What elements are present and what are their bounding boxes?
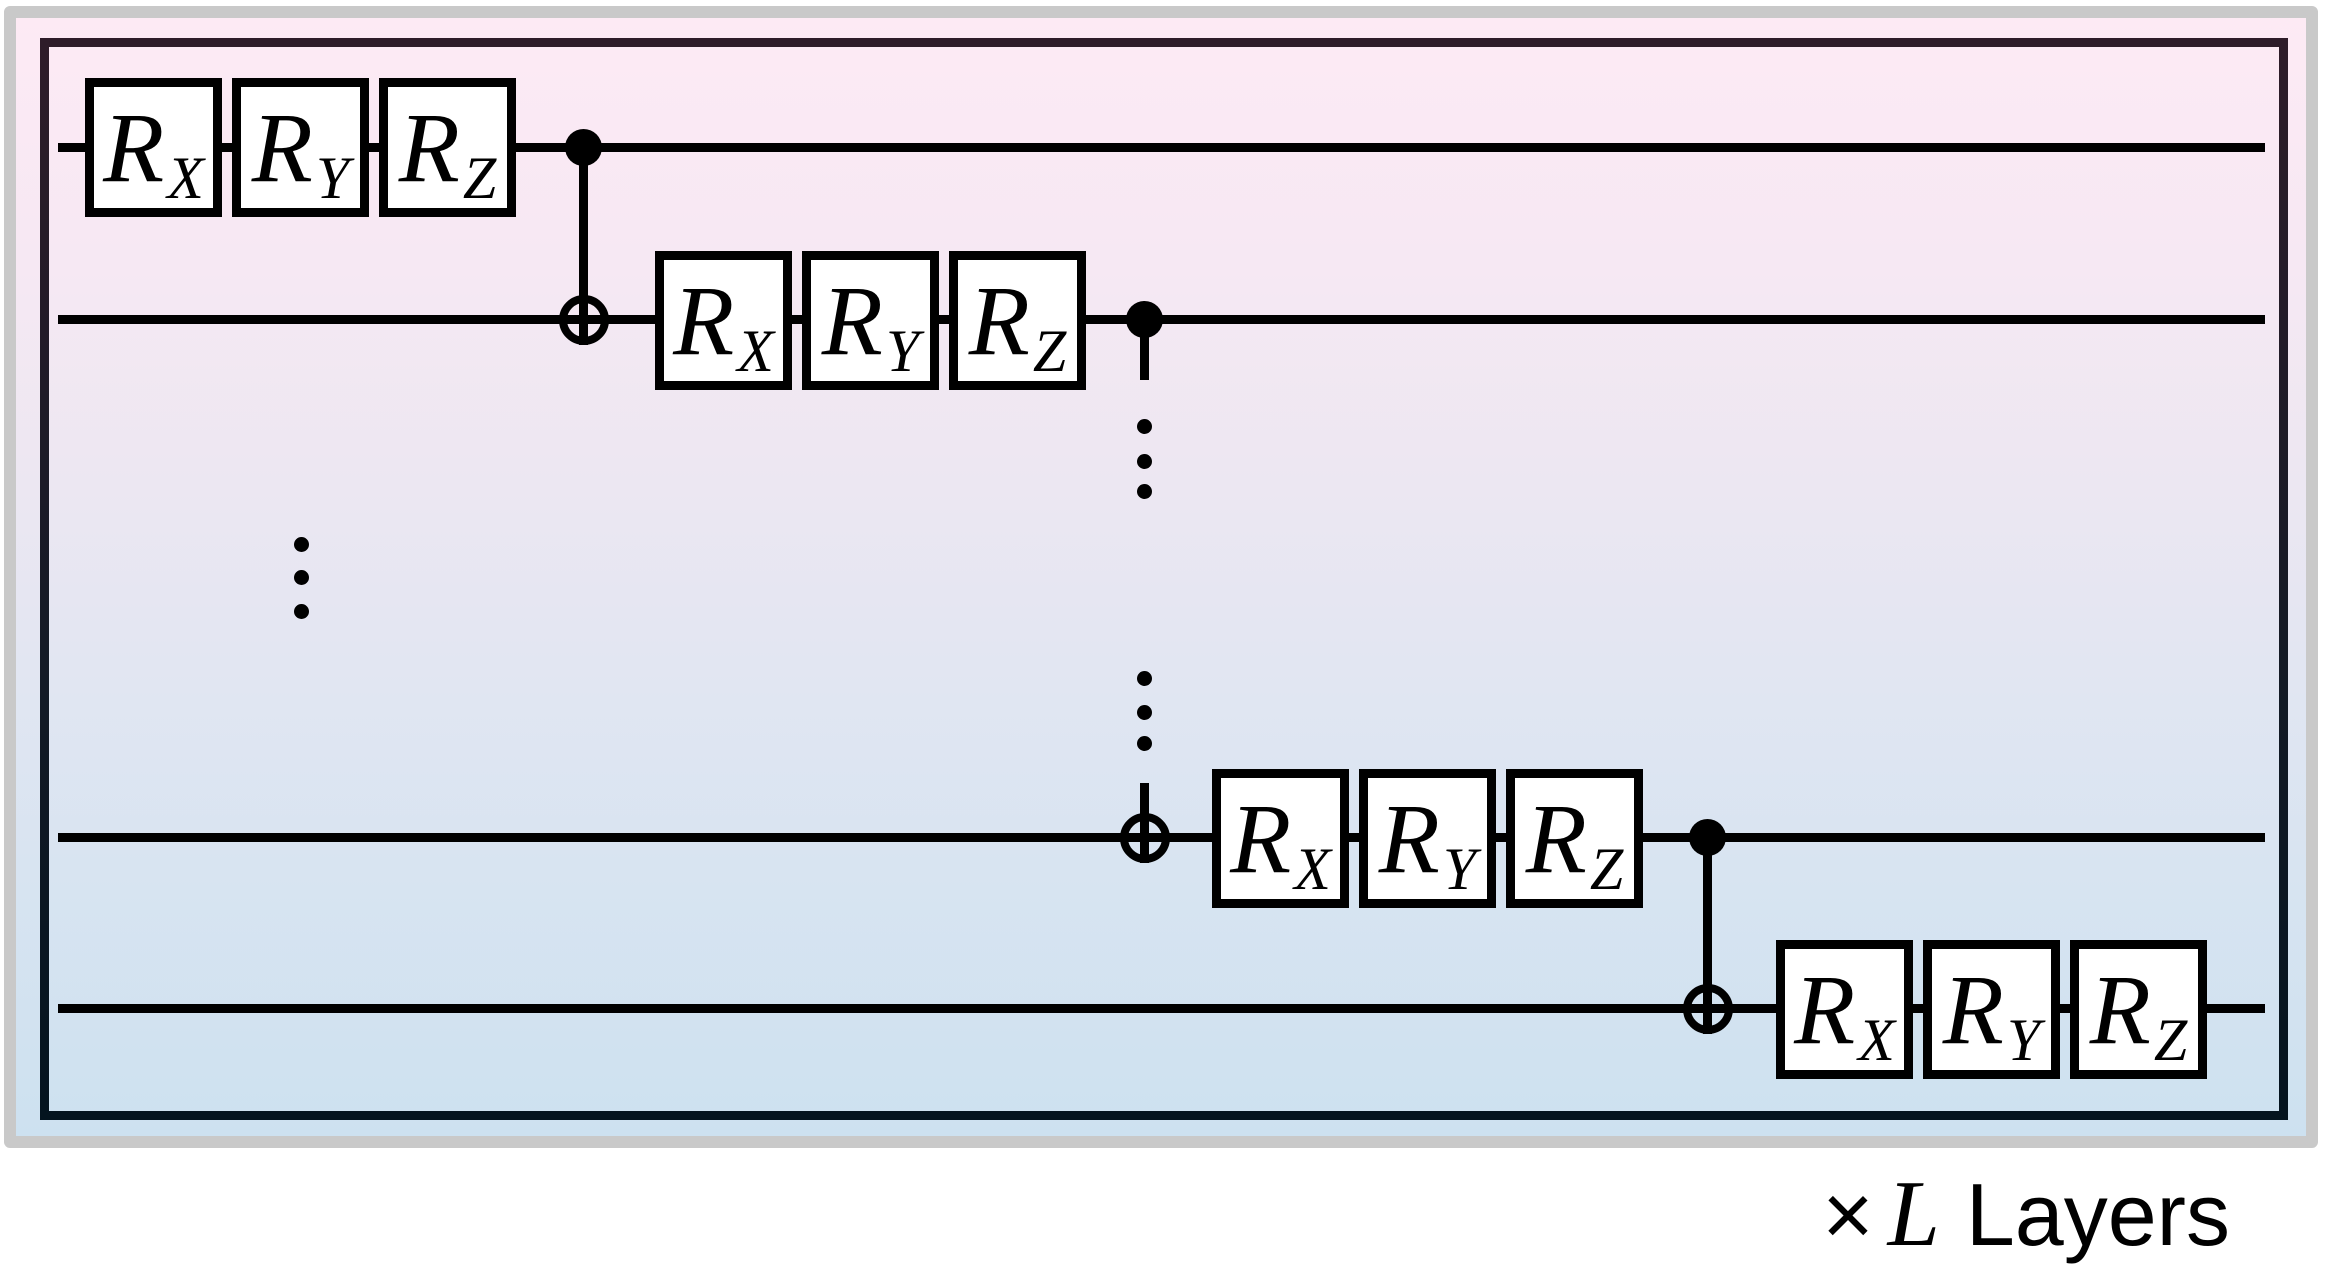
cnot-connector-1 bbox=[579, 148, 588, 345]
gate-label: R bbox=[103, 91, 165, 203]
gate-label: R bbox=[1525, 782, 1587, 894]
gate-label: R bbox=[1230, 782, 1292, 894]
gate-sublabel: Y bbox=[315, 144, 350, 211]
gate-sublabel: Z bbox=[1589, 835, 1624, 902]
circuit-frame bbox=[40, 38, 2288, 1120]
cnot-target-icon bbox=[1120, 813, 1170, 863]
cnot-control-dot bbox=[1689, 819, 1726, 856]
gate-sublabel: X bbox=[167, 144, 204, 211]
cnot-target-icon bbox=[1683, 984, 1733, 1034]
gate-label: R bbox=[251, 91, 313, 203]
gate-label: R bbox=[1378, 782, 1440, 894]
gate-sublabel: Z bbox=[1032, 317, 1067, 384]
vertical-ellipsis-dot bbox=[1137, 705, 1152, 720]
layer-count-variable: L bbox=[1887, 1161, 1940, 1266]
vertical-ellipsis-dot bbox=[1137, 484, 1152, 499]
gate-sublabel: Z bbox=[462, 144, 497, 211]
gate-label: R bbox=[821, 264, 883, 376]
vertical-ellipsis-dot bbox=[294, 570, 309, 585]
cnot-connector-3 bbox=[1703, 838, 1712, 1034]
gate-label: R bbox=[1942, 953, 2004, 1065]
gate-sublabel: Y bbox=[885, 317, 920, 384]
times-symbol: × bbox=[1822, 1164, 1874, 1264]
vertical-ellipsis-dot bbox=[1137, 454, 1152, 469]
vertical-ellipsis-dot bbox=[294, 537, 309, 552]
cnot-connector-2-upper bbox=[1140, 320, 1149, 380]
gate-sublabel: Y bbox=[1442, 835, 1477, 902]
gate-sublabel: Y bbox=[2006, 1006, 2041, 1073]
vertical-ellipsis-dot bbox=[1137, 671, 1152, 686]
cnot-control-dot bbox=[565, 129, 602, 166]
qubit-wire-4 bbox=[58, 1004, 2265, 1013]
layers-word: Layers bbox=[1965, 1164, 2230, 1264]
gate-sublabel: X bbox=[1294, 835, 1331, 902]
gate-sublabel: X bbox=[1858, 1006, 1895, 1073]
gate-label: R bbox=[2089, 953, 2151, 1065]
qubit-wire-1 bbox=[58, 143, 2265, 152]
vertical-ellipsis-dot bbox=[1137, 419, 1152, 434]
gate-sublabel: X bbox=[737, 317, 774, 384]
gate-label: R bbox=[398, 91, 460, 203]
gate-label: R bbox=[968, 264, 1030, 376]
gate-label: R bbox=[1794, 953, 1856, 1065]
gate-label: R bbox=[673, 264, 735, 376]
gate-sublabel: Z bbox=[2153, 1006, 2188, 1073]
cnot-control-dot bbox=[1126, 301, 1163, 338]
vertical-ellipsis-dot bbox=[1137, 736, 1152, 751]
cnot-target-icon bbox=[559, 295, 609, 345]
vertical-ellipsis-dot bbox=[294, 604, 309, 619]
